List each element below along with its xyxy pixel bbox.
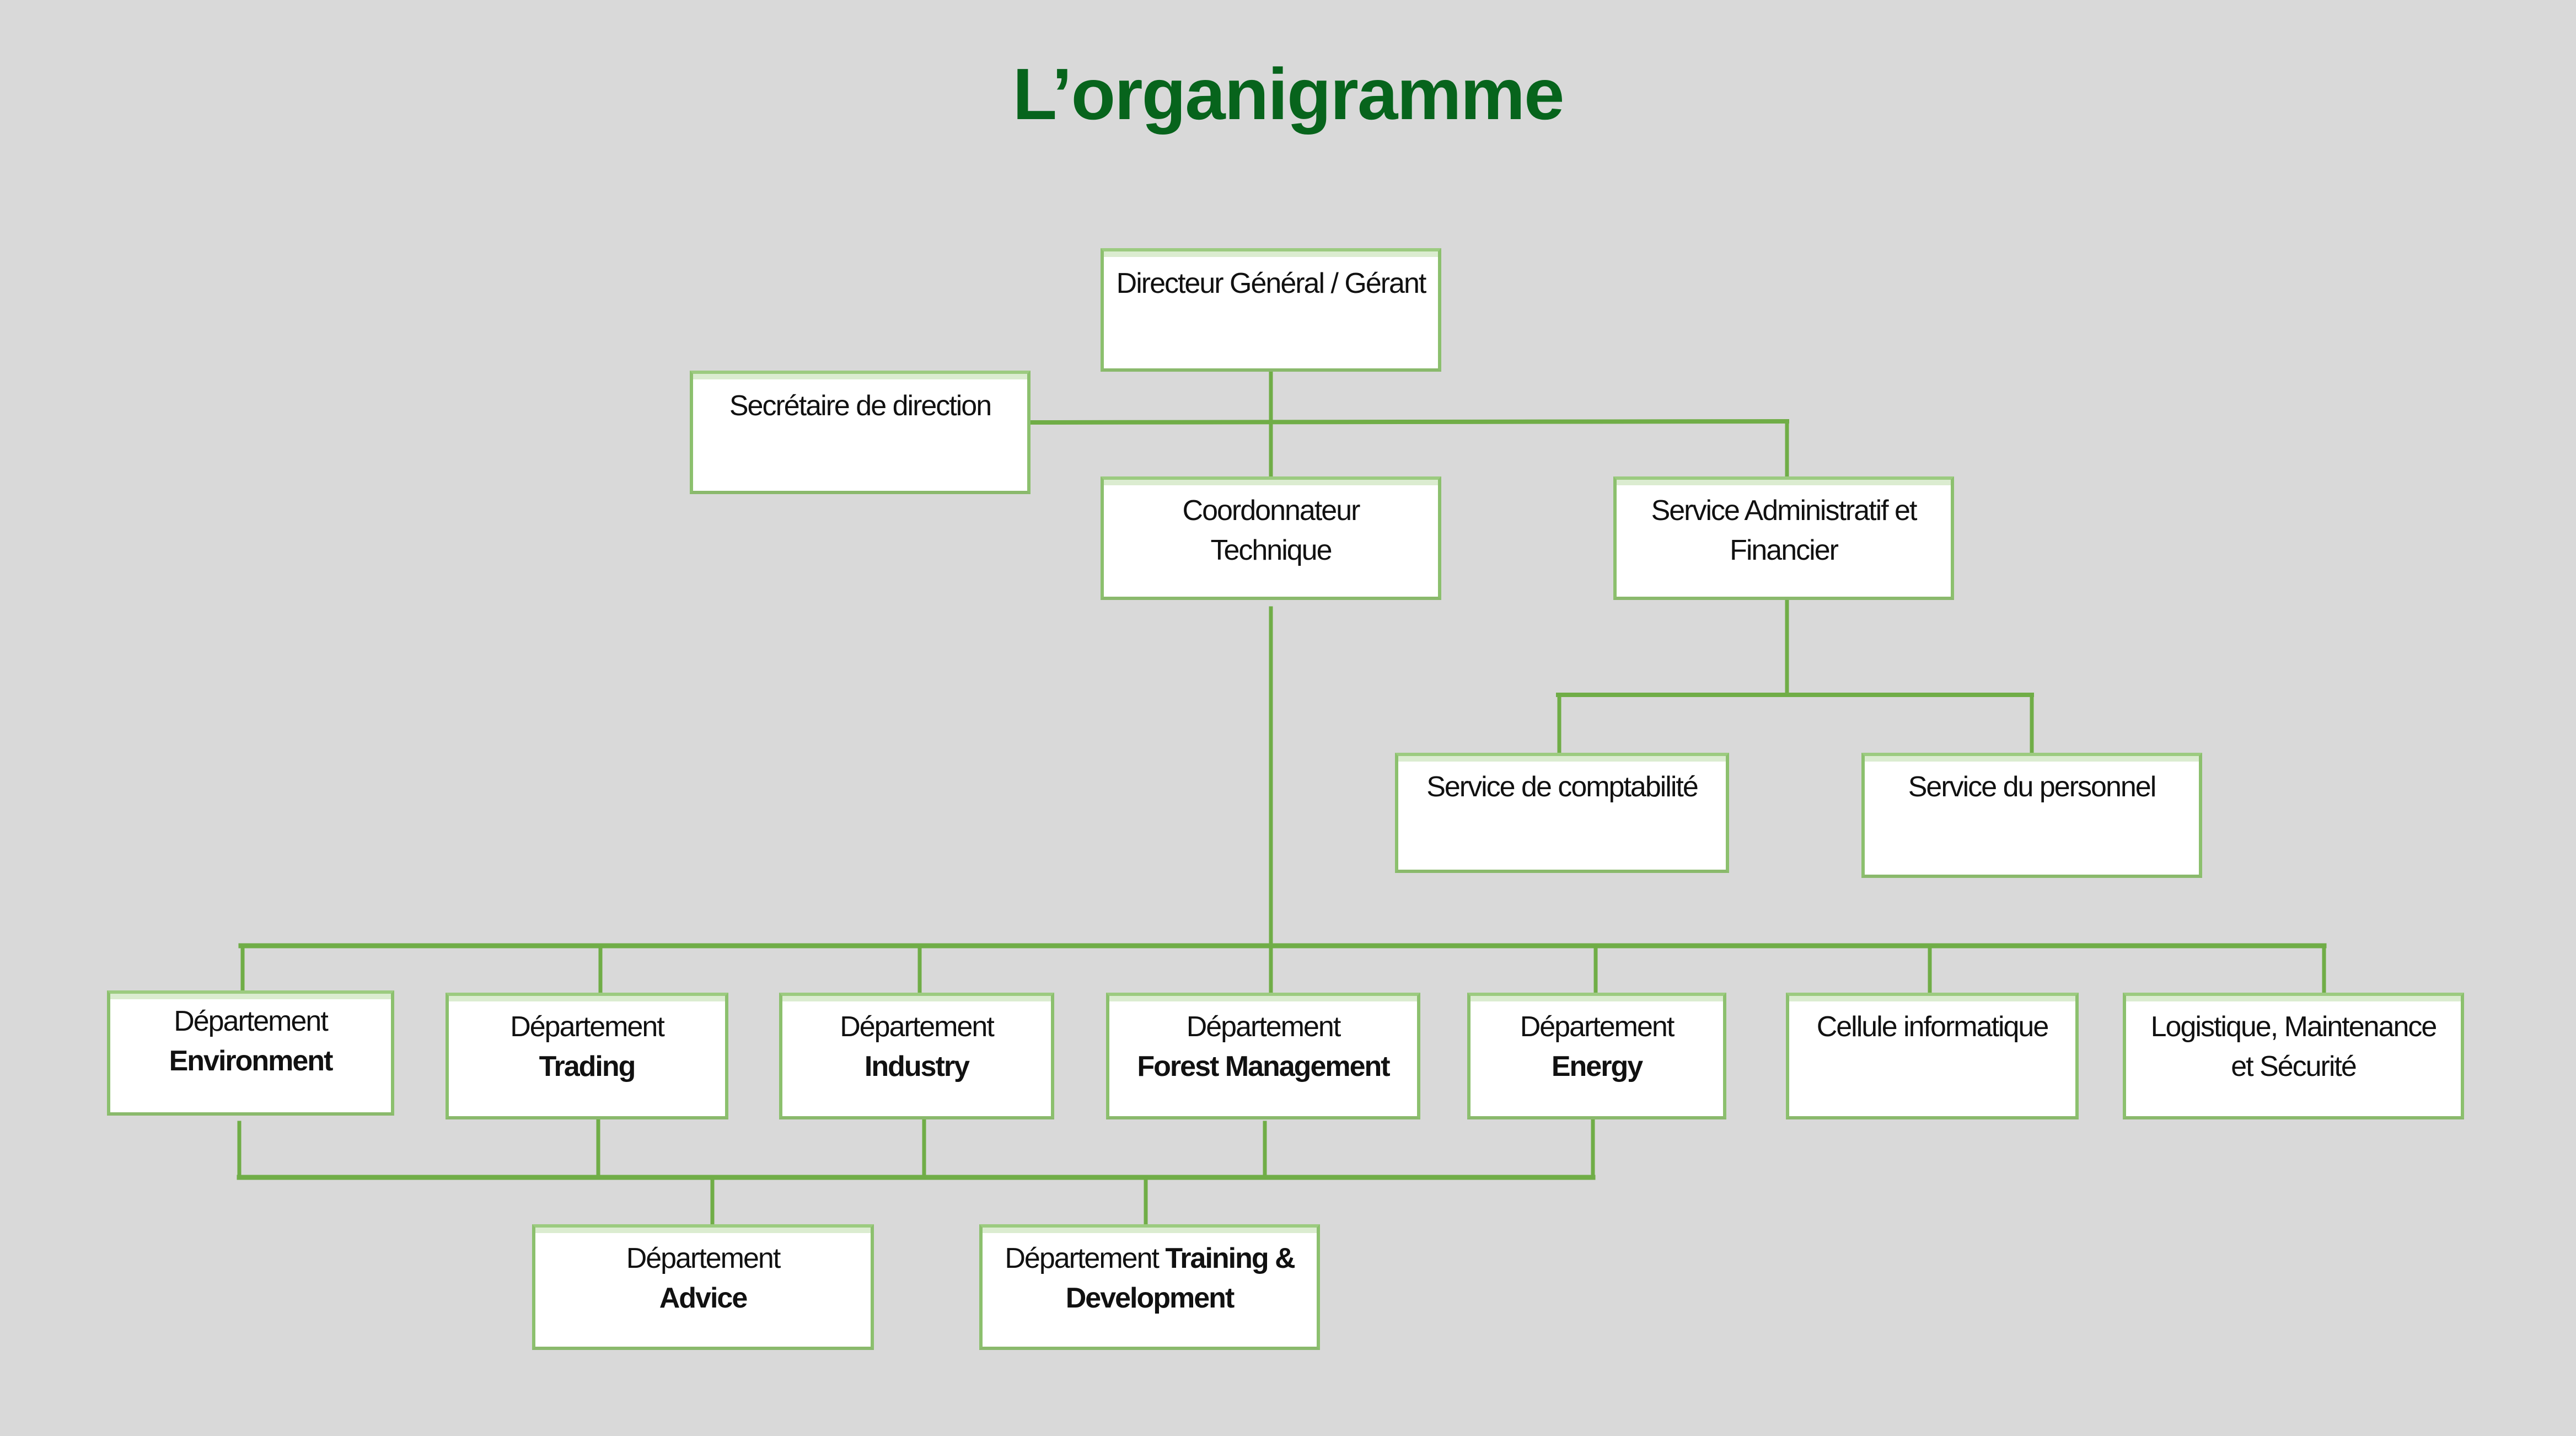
- node-secretaire: Secrétaire de direction: [690, 371, 1031, 494]
- node-dept-industry: Département Industry: [779, 993, 1054, 1119]
- node-dept-environment: Département Environment: [107, 990, 394, 1116]
- node-label-bold: Development: [1065, 1282, 1235, 1314]
- node-label: Logistique, Maintenance: [2150, 1011, 2438, 1043]
- node-personnel: Service du personnel: [1861, 753, 2202, 878]
- node-label: et Sécurité: [2231, 1051, 2357, 1083]
- node-dept-trading: Département Trading: [446, 993, 728, 1119]
- node-dept-energy: Département Energy: [1467, 993, 1726, 1119]
- node-comptabilite: Service de comptabilité: [1395, 753, 1729, 873]
- connector-top-bus: [1028, 419, 1790, 425]
- node-label: Département: [174, 1005, 329, 1037]
- node-label: Technique: [1210, 534, 1332, 566]
- node-label: Service Administratif et: [1651, 495, 1918, 527]
- node-label: Département: [1520, 1011, 1675, 1043]
- node-label: Département: [626, 1242, 781, 1274]
- node-label: Département: [1005, 1242, 1166, 1274]
- node-label: Financier: [1730, 534, 1839, 566]
- node-label-bold: Energy: [1551, 1051, 1643, 1083]
- node-label-bold: Environment: [169, 1045, 334, 1077]
- node-label-bold: Training &: [1165, 1242, 1295, 1274]
- node-label: Service de comptabilité: [1426, 771, 1699, 803]
- node-label-bold: Advice: [659, 1282, 748, 1314]
- node-label-bold: Forest Management: [1137, 1051, 1390, 1083]
- node-label-bold: Industry: [864, 1051, 970, 1083]
- node-label: Secrétaire de direction: [729, 390, 992, 422]
- chart-title: L’organigramme: [1012, 53, 1565, 135]
- node-coordonnateur: Coordonnateur Technique: [1101, 476, 1441, 600]
- node-service-admin: Service Administratif et Financier: [1613, 476, 1954, 600]
- node-cellule-informatique: Cellule informatique: [1786, 993, 2079, 1119]
- node-dept-advice: Département Advice: [532, 1224, 874, 1350]
- node-dept-forest: Département Forest Management: [1106, 993, 1420, 1119]
- node-label: Directeur Général / Gérant: [1116, 267, 1427, 299]
- node-directeur: Directeur Général / Gérant: [1101, 248, 1441, 372]
- node-label: Département: [510, 1011, 665, 1043]
- node-label: Cellule informatique: [1816, 1011, 2049, 1043]
- node-dept-training: Département Training & Development: [979, 1224, 1320, 1350]
- node-label-line1: Département Training &: [983, 1239, 1317, 1278]
- node-label: Service du personnel: [1908, 771, 2157, 803]
- node-label: Département: [1186, 1011, 1341, 1043]
- node-label: Département: [840, 1011, 995, 1043]
- node-label: Coordonnateur: [1182, 495, 1361, 527]
- node-label-bold: Trading: [539, 1051, 636, 1083]
- node-logistique: Logistique, Maintenance et Sécurité: [2123, 993, 2464, 1119]
